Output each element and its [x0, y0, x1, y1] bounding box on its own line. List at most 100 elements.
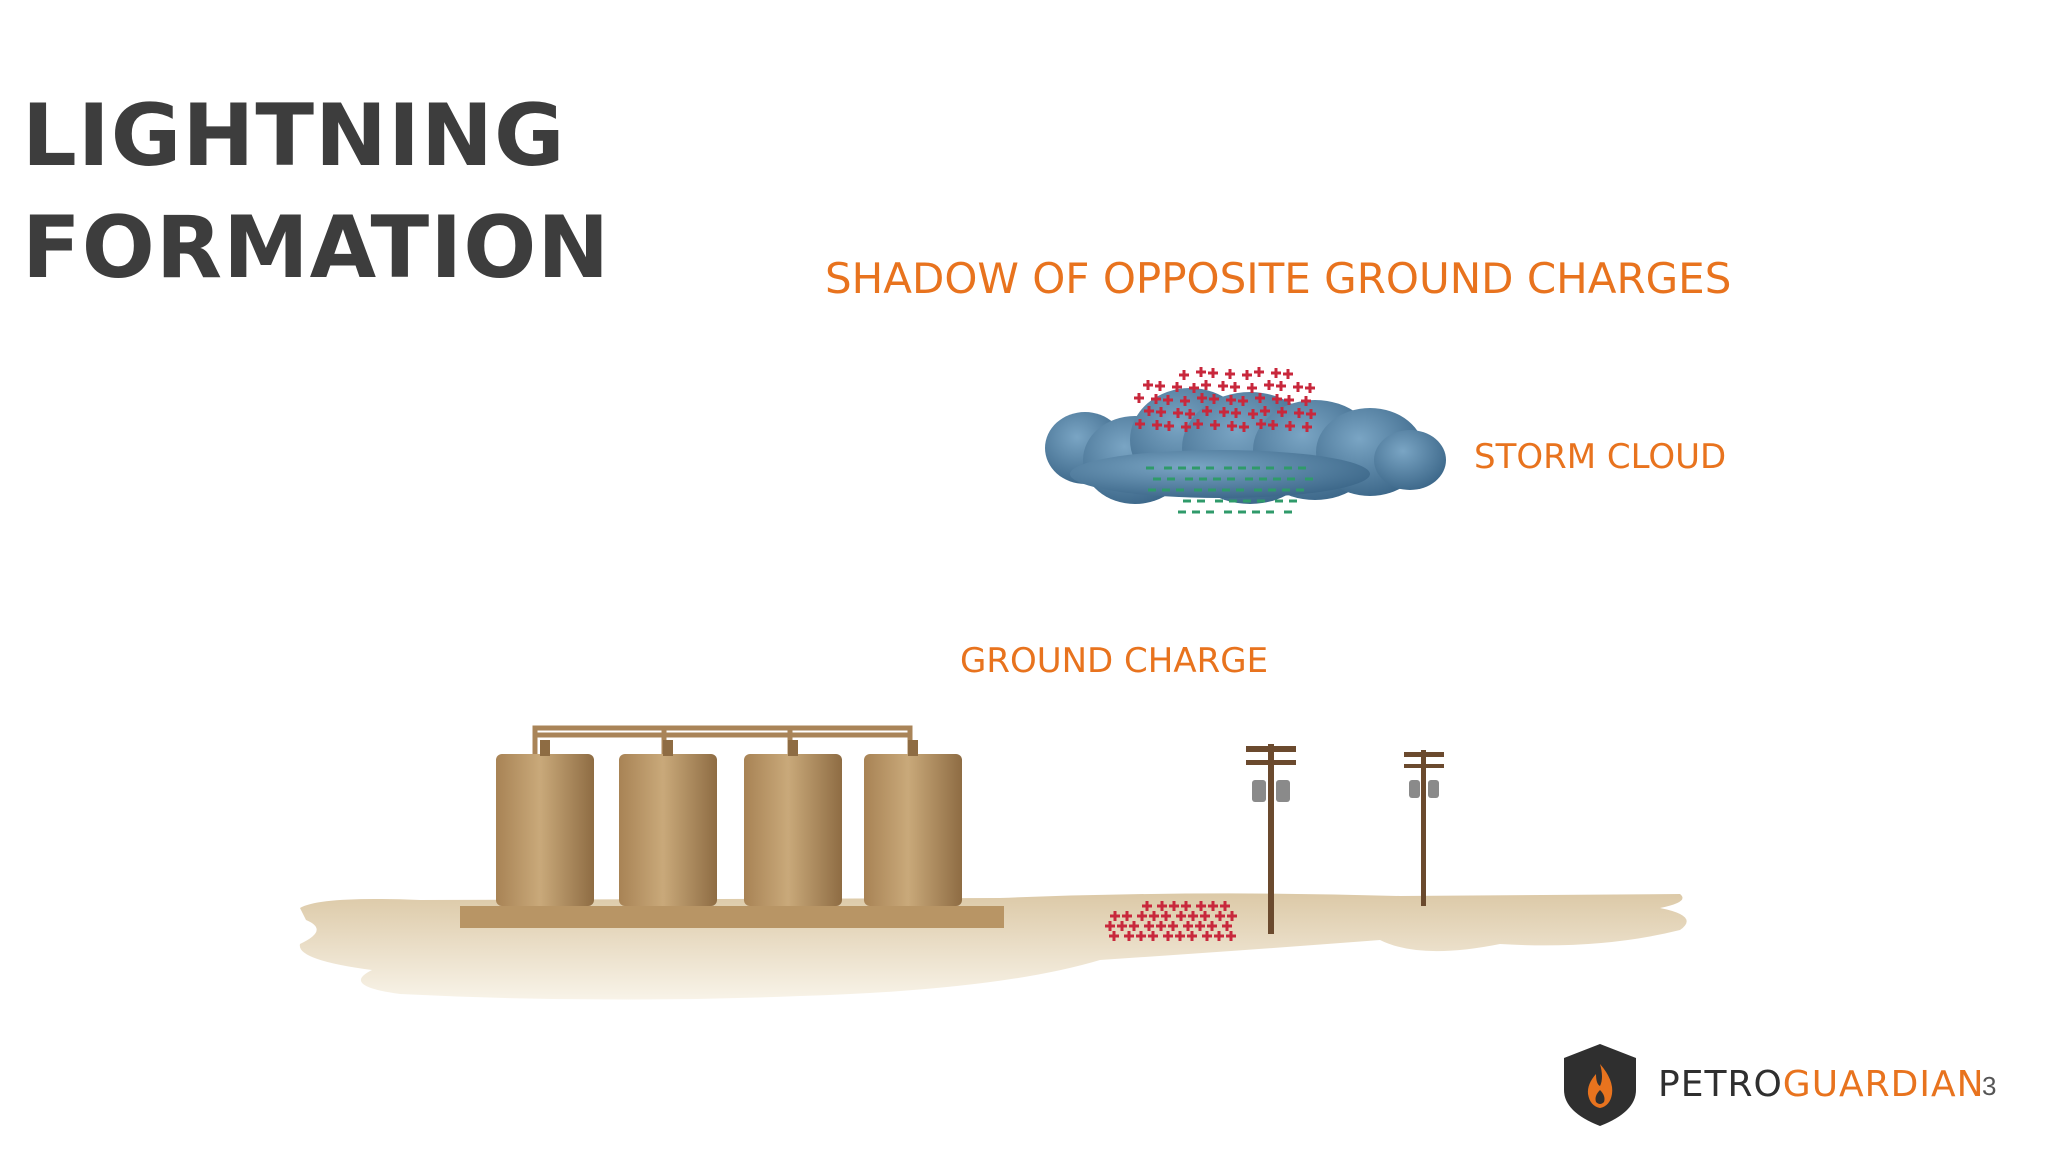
positive-charge-symbol [1122, 911, 1132, 921]
positive-charge-symbol [1220, 901, 1230, 911]
storage-tank [619, 740, 717, 906]
positive-charge-symbol [1218, 381, 1228, 391]
positive-charge-symbol [1181, 422, 1191, 432]
positive-charge-symbol [1208, 901, 1218, 911]
storage-tank [864, 740, 962, 906]
positive-charge-symbol [1180, 396, 1190, 406]
positive-charge-symbol [1222, 921, 1232, 931]
brand-name: PETROGUARDIAN [1658, 1064, 1985, 1105]
positive-charge-symbol [1302, 422, 1312, 432]
positive-charge-symbol [1226, 931, 1236, 941]
storage-tank [744, 740, 842, 906]
positive-charge-symbol [1214, 931, 1224, 941]
positive-charge-symbol [1248, 409, 1258, 419]
positive-charge-symbol [1227, 911, 1237, 921]
positive-charge-symbol [1164, 421, 1174, 431]
petroguardian-logo: PETROGUARDIAN [1556, 1040, 1985, 1128]
storm-cloud-label: STORM CLOUD [1474, 437, 1727, 477]
positive-charge-symbol [1260, 406, 1270, 416]
positive-charge-symbol [1144, 921, 1154, 931]
positive-charge-symbol [1193, 419, 1203, 429]
positive-charge-symbol [1163, 931, 1173, 941]
positive-charge-symbol [1169, 901, 1179, 911]
positive-charge-symbol [1136, 931, 1146, 941]
positive-charge-symbol [1168, 921, 1178, 931]
cloud-negative-charges [1146, 466, 1313, 514]
positive-charge-symbol [1230, 382, 1240, 392]
positive-charge-symbol [1187, 931, 1197, 941]
positive-charge-symbol [1277, 407, 1287, 417]
positive-charge-symbol [1264, 380, 1274, 390]
positive-charge-symbol [1210, 420, 1220, 430]
flame-shield-icon [1564, 1044, 1636, 1126]
positive-charge-symbol [1124, 931, 1134, 941]
positive-charge-symbol [1163, 395, 1173, 405]
tank-platform [460, 906, 1004, 928]
positive-charge-symbol [1268, 420, 1278, 430]
utility-pole [1404, 750, 1444, 906]
positive-charge-symbol [1293, 382, 1303, 392]
positive-charge-symbol [1176, 911, 1186, 921]
positive-charge-symbol [1183, 921, 1193, 931]
positive-charge-symbol [1117, 921, 1127, 931]
positive-charge-symbol [1225, 369, 1235, 379]
positive-charge-symbol [1202, 931, 1212, 941]
positive-charge-symbol [1189, 383, 1199, 393]
positive-charge-symbol [1242, 370, 1252, 380]
positive-charge-symbol [1188, 911, 1198, 921]
positive-charge-symbol [1271, 368, 1281, 378]
positive-charge-symbol [1226, 395, 1236, 405]
positive-charge-symbol [1256, 419, 1266, 429]
utility-pole [1246, 744, 1296, 934]
positive-charge-symbol [1151, 394, 1161, 404]
positive-charge-symbol [1172, 382, 1182, 392]
positive-charge-symbol [1148, 931, 1158, 941]
positive-charge-symbol [1157, 901, 1167, 911]
positive-charge-symbol [1208, 368, 1218, 378]
title-line-2: FORMATION [22, 198, 611, 298]
positive-charge-symbol [1173, 408, 1183, 418]
positive-charge-symbol [1284, 395, 1294, 405]
slide-title: LIGHTNING FORMATION [22, 80, 610, 304]
positive-charge-symbol [1285, 421, 1295, 431]
positive-charge-symbol [1255, 393, 1265, 403]
storage-tanks [496, 740, 962, 906]
title-line-1: LIGHTNING [22, 86, 566, 186]
positive-charge-symbol [1306, 409, 1316, 419]
positive-charge-symbol [1156, 407, 1166, 417]
positive-charge-symbol [1219, 407, 1229, 417]
positive-charge-symbol [1283, 369, 1293, 379]
positive-charge-symbol [1202, 406, 1212, 416]
positive-charge-symbol [1195, 921, 1205, 931]
ground-positive-charges [1105, 901, 1237, 941]
storage-tank [496, 740, 594, 906]
positive-charge-symbol [1134, 393, 1144, 403]
ground-charge-label: GROUND CHARGE [960, 641, 1269, 681]
positive-charge-symbol [1129, 921, 1139, 931]
positive-charge-symbol [1305, 383, 1315, 393]
positive-charge-symbol [1156, 921, 1166, 931]
positive-charge-symbol [1155, 381, 1165, 391]
positive-charge-symbol [1247, 383, 1257, 393]
positive-charge-symbol [1207, 921, 1217, 931]
brand-name-part2: GUARDIAN [1782, 1063, 1985, 1105]
positive-charge-symbol [1231, 408, 1241, 418]
positive-charge-symbol [1109, 931, 1119, 941]
positive-charge-symbol [1185, 409, 1195, 419]
positive-charge-symbol [1152, 420, 1162, 430]
positive-charge-symbol [1200, 911, 1210, 921]
storm-cloud [1045, 388, 1446, 504]
positive-charge-symbol [1197, 393, 1207, 403]
cloud-positive-charges [1134, 367, 1316, 432]
brand-name-part1: PETRO [1658, 1063, 1783, 1105]
positive-charge-symbol [1137, 911, 1147, 921]
positive-charge-symbol [1254, 367, 1264, 377]
positive-charge-symbol [1181, 901, 1191, 911]
positive-charge-symbol [1144, 406, 1154, 416]
shadow-of-opposite-ground-charges-label: SHADOW OF OPPOSITE GROUND CHARGES [825, 254, 1732, 303]
positive-charge-symbol [1209, 394, 1219, 404]
pipe-rack [532, 725, 913, 758]
positive-charge-symbol [1196, 367, 1206, 377]
positive-charge-symbol [1239, 422, 1249, 432]
